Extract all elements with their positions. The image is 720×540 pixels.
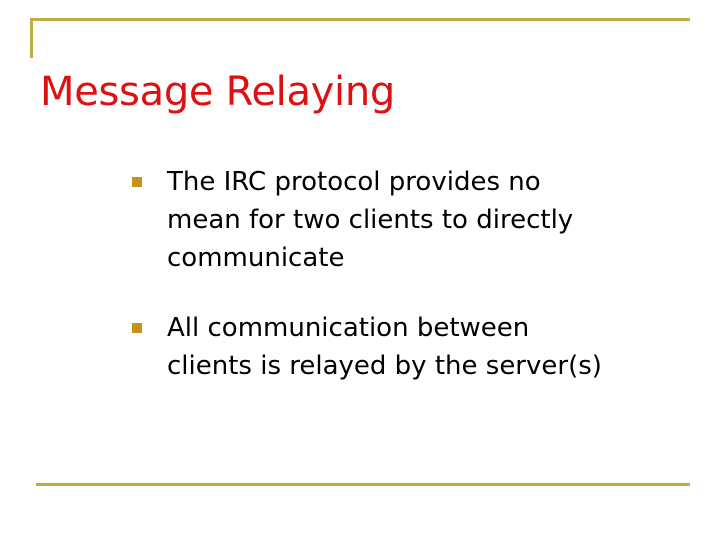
bullet-text: All communication between clients is rel…: [167, 313, 602, 381]
page-title: Message Relaying: [40, 68, 395, 115]
bullet-list: The IRC protocol provides no mean for tw…: [128, 163, 608, 385]
list-item: The IRC protocol provides no mean for tw…: [128, 163, 608, 277]
title-rule-horizontal: [30, 18, 690, 21]
list-item: All communication between clients is rel…: [128, 309, 608, 385]
bullet-text: The IRC protocol provides no mean for tw…: [167, 167, 574, 273]
square-bullet-icon: [132, 323, 142, 333]
square-bullet-icon: [132, 177, 142, 187]
title-rule-vertical: [30, 18, 33, 58]
footer-rule: [36, 483, 690, 486]
